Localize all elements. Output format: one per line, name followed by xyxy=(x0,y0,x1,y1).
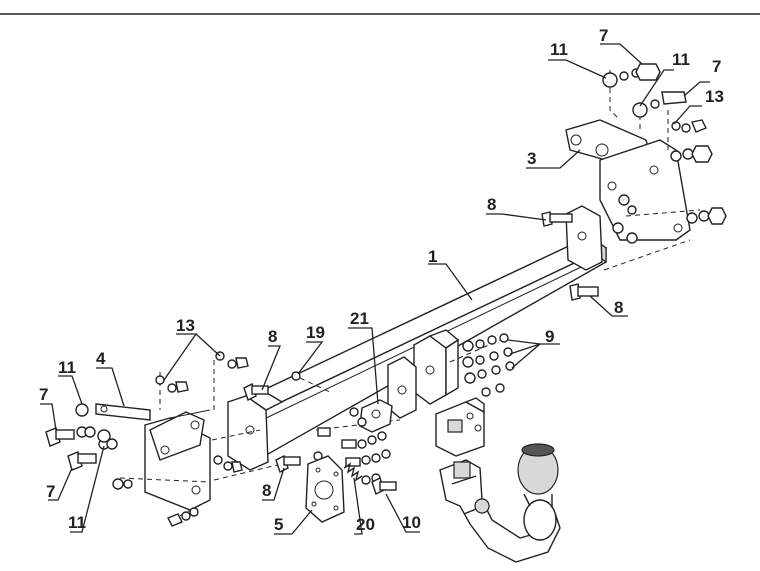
left-bolts-7-11 xyxy=(45,403,118,471)
bracket-part-21 xyxy=(349,399,393,433)
label-part-8-left-lower: 8 xyxy=(262,481,271,500)
label-part-21: 21 xyxy=(350,309,369,328)
label-part-11-left-top: 11 xyxy=(58,358,76,377)
label-part-13-left: 13 xyxy=(176,316,195,335)
center-bracket xyxy=(413,329,460,405)
label-part-9: 9 xyxy=(545,327,554,346)
label-part-8-right-top: 8 xyxy=(487,195,496,214)
label-part-20: 20 xyxy=(356,515,375,534)
right-side-bracket-part-3 xyxy=(565,119,691,241)
tow-ball xyxy=(517,443,559,541)
spring-part-20 xyxy=(343,462,381,485)
bolt-8-left-lower xyxy=(275,455,301,473)
bolt-part-10 xyxy=(371,477,397,495)
label-part-8-right-bottom: 8 xyxy=(614,298,623,317)
label-part-5: 5 xyxy=(274,515,283,534)
bolt-8-lower-right xyxy=(569,283,599,301)
leader-lines xyxy=(40,43,710,535)
label-part-3: 3 xyxy=(527,149,536,168)
label-part-7-right: 7 xyxy=(712,57,721,76)
right-bracket-nuts xyxy=(612,145,727,244)
bolt-cluster-9 xyxy=(462,333,515,397)
label-part-11-top: 11 xyxy=(550,40,568,59)
bolt-8-upper-right xyxy=(541,211,573,227)
label-part-13-right: 13 xyxy=(705,87,724,106)
bolt-8-left-upper xyxy=(243,383,269,401)
label-part-19: 19 xyxy=(306,323,325,342)
label-part-10: 10 xyxy=(402,513,421,532)
label-part-7-left-top: 7 xyxy=(39,385,48,404)
lower-middle-bolts xyxy=(313,427,391,467)
bolt-stack-top xyxy=(602,63,707,133)
part-labels: 1 3 4 5 7 7 7 7 8 8 8 8 9 10 11 11 11 11… xyxy=(39,26,724,534)
label-part-7-left-bottom: 7 xyxy=(46,482,55,501)
label-part-8-left-upper: 8 xyxy=(268,327,277,346)
label-part-11-left-bottom: 11 xyxy=(68,513,86,532)
label-part-7-top: 7 xyxy=(599,26,608,45)
label-part-11-right: 11 xyxy=(672,50,690,69)
electrical-socket xyxy=(435,397,485,457)
label-part-1: 1 xyxy=(428,247,437,266)
left-side-bracket-part-4 xyxy=(95,403,211,511)
label-part-4: 4 xyxy=(96,349,106,368)
socket-plate-part-5 xyxy=(305,455,345,523)
right-end-plate xyxy=(565,205,603,271)
